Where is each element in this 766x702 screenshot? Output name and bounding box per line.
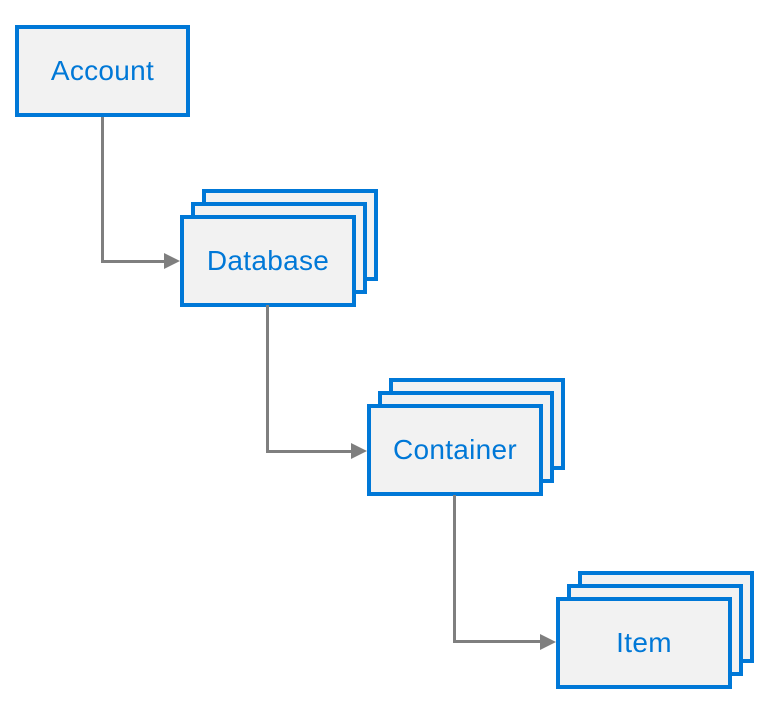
edge-account-database-arrow-icon [164,253,180,269]
node-account-label: Account [50,55,155,86]
node-container-label: Container [392,434,518,465]
node-item: Item [556,597,732,689]
edge-container-item-arrow-icon [540,634,556,650]
edge-account-database-vertical-line [101,117,104,263]
edge-database-container-vertical-line [266,305,269,453]
node-container: Container [367,404,543,496]
node-database: Database [180,215,356,307]
node-account: Account [15,25,190,117]
node-item-label: Item [616,627,672,658]
edge-database-container-horizontal-line [266,450,352,453]
edge-database-container-arrow-icon [351,443,367,459]
edge-container-item-horizontal-line [453,640,541,643]
edge-account-database-horizontal-line [101,260,165,263]
node-database-label: Database [206,245,330,276]
edge-container-item-vertical-line [453,495,456,643]
